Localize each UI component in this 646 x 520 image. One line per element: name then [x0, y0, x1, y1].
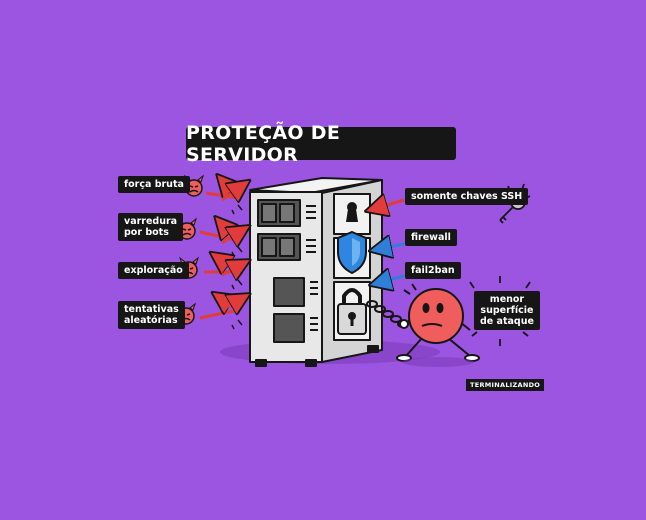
threat-label-varredura: varredura por bots: [118, 213, 184, 241]
threat-label-exploracao: exploração: [118, 262, 189, 279]
attack-arrows: [199, 178, 246, 320]
page-title: PROTEÇÃO DE SERVIDOR: [186, 122, 456, 166]
impact-marks: [231, 204, 243, 330]
caption-rays: [469, 276, 531, 346]
keyhole-icon: [346, 202, 358, 222]
defense-label-ssh: somente chaves SSH: [405, 188, 529, 205]
defense-label-firewall: firewall: [405, 229, 457, 246]
defense-arrows: [374, 244, 405, 284]
padlock-icon: [337, 288, 367, 335]
threat-label-tentativas: tentativas aleatórias: [118, 301, 185, 329]
mascot-caption: menor superfície de ataque: [474, 291, 540, 330]
server-rack: [249, 177, 383, 367]
red-arrow-keyonly: [370, 200, 405, 210]
brand-watermark: TERMINALIZANDO: [466, 379, 545, 391]
mascot: [396, 283, 480, 362]
mascot-shadow: [402, 357, 474, 367]
defense-label-fail2ban: fail2ban: [405, 262, 461, 279]
shield-icon: [337, 230, 367, 275]
threat-label-forca-bruta: força bruta: [118, 176, 190, 193]
